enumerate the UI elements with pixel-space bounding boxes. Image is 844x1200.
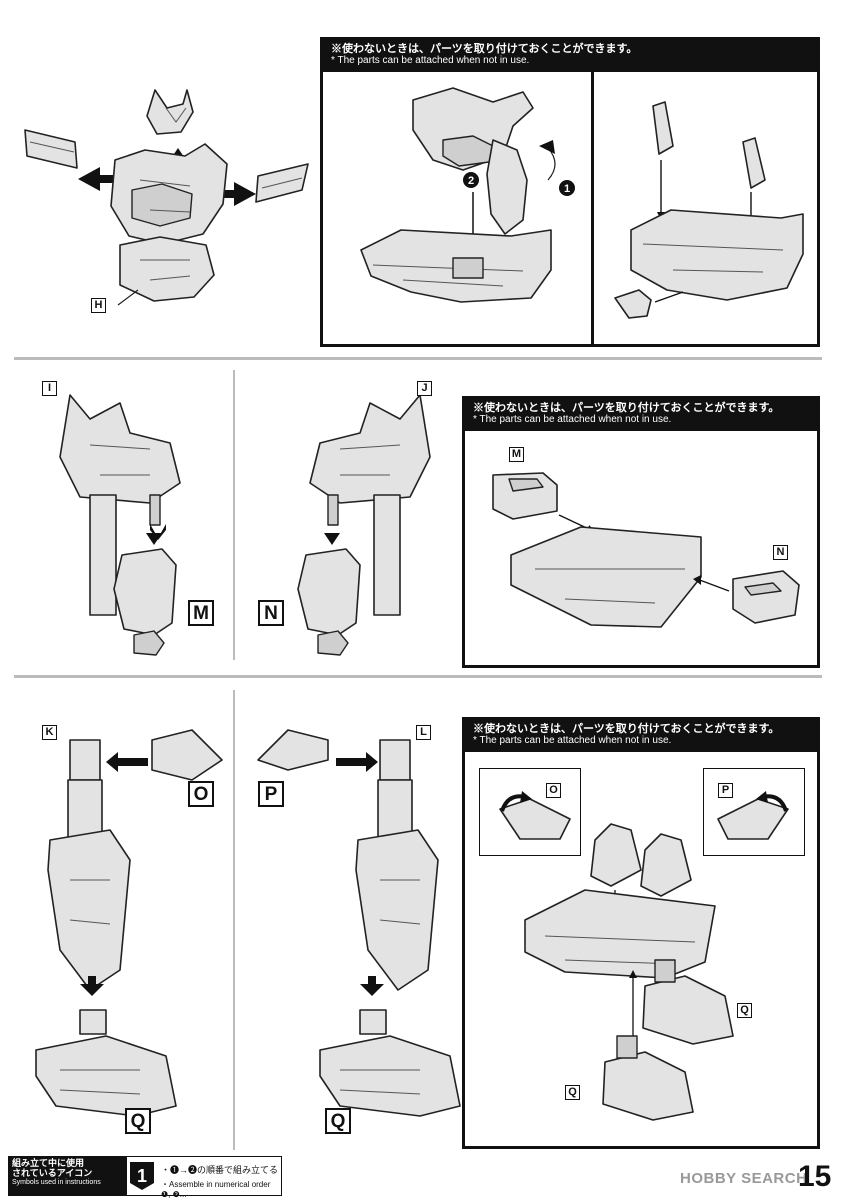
part-label-q: Q	[737, 1003, 752, 1018]
part-label-p: P	[258, 781, 284, 807]
step-1-marker: 1	[564, 183, 570, 195]
step-2-marker: 2	[468, 175, 474, 187]
part-label-h: H	[91, 298, 106, 313]
legend-order-jp: ・❶→❷の順番で組み立てる	[161, 1165, 279, 1175]
leg-k-assembly-illustration	[35, 729, 223, 1117]
column-divider-3a	[233, 690, 235, 1150]
note-text-jp: ※使わないときは、パーツを取り付けておくことができます。	[331, 43, 638, 55]
part-label-o: O	[546, 783, 561, 798]
part-label-q: Q	[125, 1108, 151, 1134]
note-header: ※使わないときは、パーツを取り付けておくことができます。 * The parts…	[323, 40, 817, 72]
column-divider-2a	[233, 370, 235, 660]
part-label-p: P	[718, 783, 733, 798]
arm-i-assembly-illustration	[59, 394, 181, 656]
note-box-divider	[591, 72, 594, 344]
note-text-en: * The parts can be attached when not in …	[473, 735, 672, 747]
part-label-k: K	[42, 725, 57, 740]
page-number: 15	[798, 1160, 832, 1193]
section-divider-2	[14, 675, 822, 678]
part-o-rotation-illustration	[499, 791, 571, 840]
legend-jp-line-1: 組み立て中に使用	[12, 1158, 85, 1168]
legend-jp-line-2: されているアイコン	[12, 1168, 93, 1179]
inset-p-box: P	[703, 768, 805, 856]
part-label-m: M	[188, 600, 214, 626]
note-header: ※使わないときは、パーツを取り付けておくことができます。 * The parts…	[465, 399, 817, 431]
stand-with-mn-parts-illustration	[492, 472, 800, 628]
part-label-j: J	[417, 381, 432, 396]
part-label-n: N	[258, 600, 284, 626]
arm-j-assembly-illustration	[297, 394, 431, 656]
note-text-jp: ※使わないときは、パーツを取り付けておくことができます。	[473, 402, 780, 414]
note-text-en: * The parts can be attached when not in …	[331, 55, 530, 67]
legend-order-en: ・Assemble in numerical order ❶, ❷...	[161, 1180, 271, 1199]
note-box-3: ※使わないときは、パーツを取り付けておくことができます。 * The parts…	[462, 717, 820, 1149]
note-box-2: ※使わないときは、パーツを取り付けておくことができます。 * The parts…	[462, 396, 820, 668]
part-label-l: L	[416, 725, 431, 740]
part-label-q: Q	[565, 1085, 580, 1100]
note-box-1: ※使わないときは、パーツを取り付けておくことができます。 * The parts…	[320, 37, 820, 347]
stand-with-opq-parts-illustration	[524, 823, 734, 1121]
note-text-en: * The parts can be attached when not in …	[473, 414, 672, 426]
part-label-m: M	[509, 447, 524, 462]
note-header: ※使わないときは、パーツを取り付けておくことができます。 * The parts…	[465, 720, 817, 752]
part-label-q: Q	[325, 1108, 351, 1134]
part-p-rotation-illustration	[717, 791, 789, 840]
part-label-n: N	[773, 545, 788, 560]
icon-legend-header: 組み立て中に使用 されているアイコン Symbols used in instr…	[8, 1156, 126, 1196]
head-h-assembly-illustration	[24, 89, 309, 306]
legend-en: Symbols used in instructions	[12, 1178, 101, 1186]
leg-l-assembly-illustration	[257, 729, 461, 1117]
icon-legend-body: 1 ・❶→❷の順番で組み立てる ・Assemble in numerical o…	[126, 1156, 282, 1199]
note-text-jp: ※使わないときは、パーツを取り付けておくことができます。	[473, 723, 780, 735]
part-label-i: I	[42, 381, 57, 396]
watermark-logo: HOBBY SEARCH	[680, 1170, 808, 1187]
stand-with-fins-illustration	[614, 101, 804, 319]
inset-o-box: O	[479, 768, 581, 856]
step-badge-icon: 1	[130, 1162, 154, 1190]
section-divider-1	[14, 357, 822, 360]
head-on-stand-illustration: 1 2	[360, 87, 575, 303]
part-label-o: O	[188, 781, 214, 807]
